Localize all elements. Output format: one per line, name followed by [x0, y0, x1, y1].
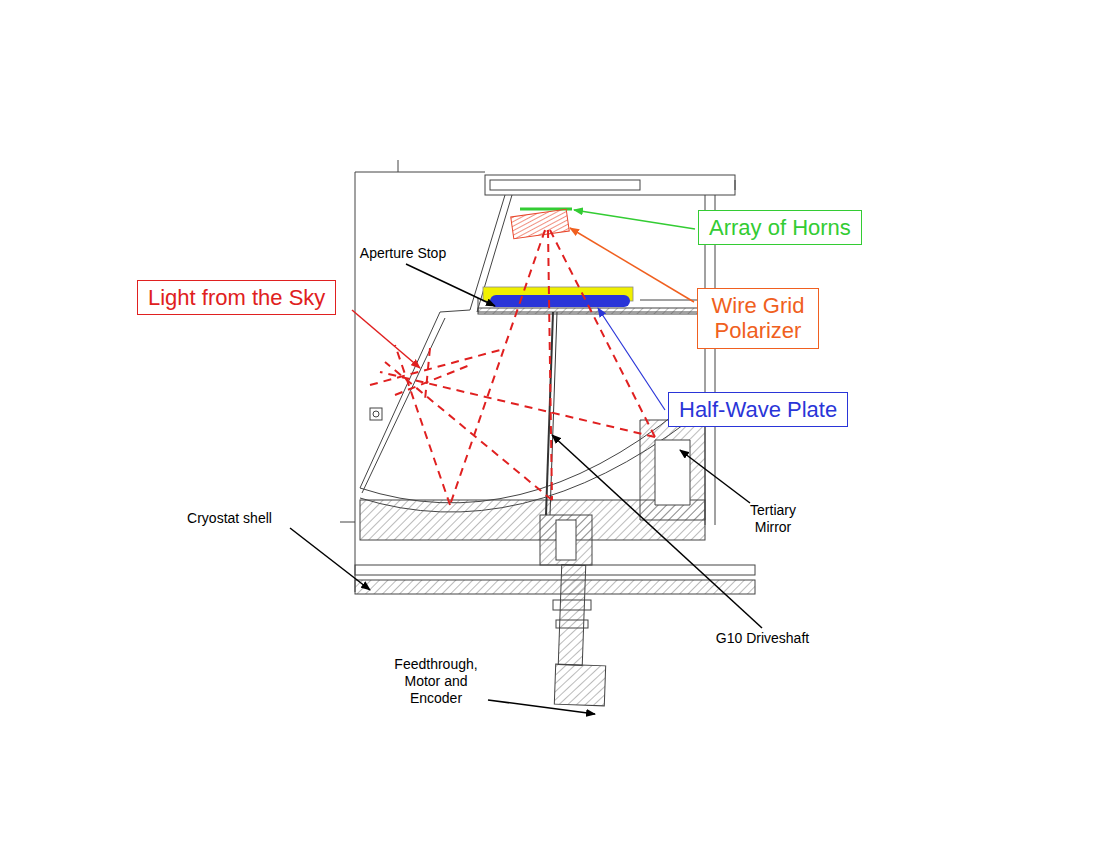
part-label: Tertiary Mirror: [738, 502, 808, 536]
callout-box: Array of Horns: [698, 210, 862, 245]
callout-box: Light from the Sky: [137, 280, 336, 315]
part-label: Aperture Stop: [348, 245, 458, 262]
part-label: G10 Driveshaft: [700, 630, 825, 647]
callout-text: Light from the Sky: [148, 285, 325, 310]
callout-box: Wire Grid Polarizer: [697, 288, 819, 349]
callout-text: Half-Wave Plate: [679, 397, 837, 422]
callout-text: Wire Grid Polarizer: [708, 293, 808, 344]
part-label: Feedthrough, Motor and Encoder: [388, 656, 484, 706]
callout-text: Array of Horns: [709, 215, 851, 240]
callout-box: Half-Wave Plate: [668, 392, 848, 427]
part-label: Cryostat shell: [172, 510, 287, 527]
